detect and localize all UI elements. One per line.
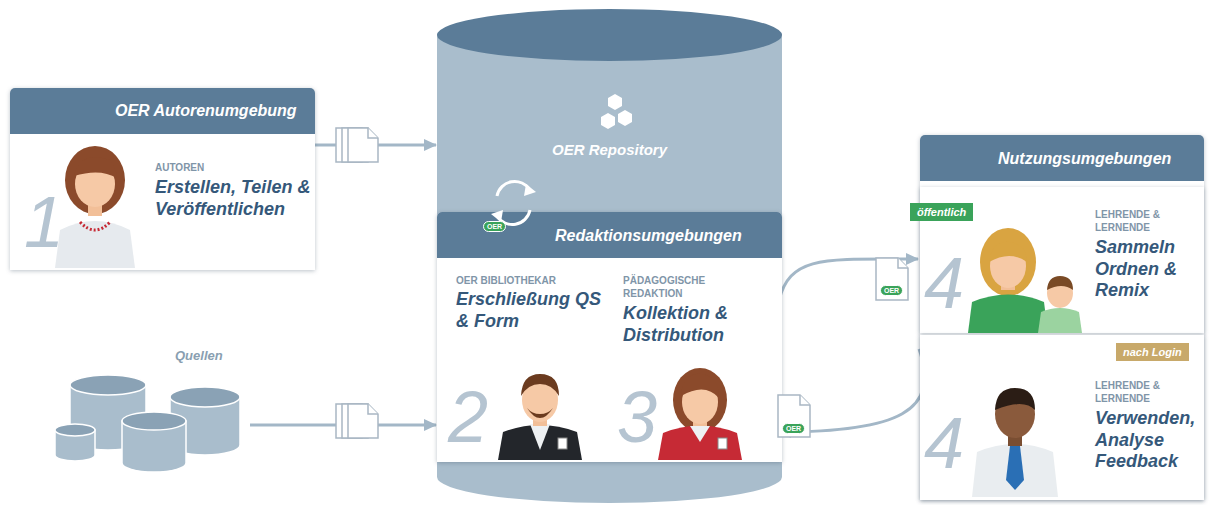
usage-environment-box: Nutzungsumgebungenöffentlich4LEHRENDE & … [920, 135, 1204, 500]
role-label: OER BIBLIOTHEKAR [456, 275, 601, 288]
box-heading: OER Autorenumgebung [115, 101, 310, 120]
box-heading: Redaktionsumgebungen [555, 226, 775, 245]
author-environment-box: OER Autorenumgebung 1 AUTOREN Erstellen, Te… [10, 88, 315, 270]
callout-number: 1 [24, 186, 64, 258]
document-icon [336, 128, 378, 438]
callout-number: 4 [924, 247, 964, 319]
activity-text: Kollektion & Distribution [623, 303, 773, 346]
oer-badge: OER [483, 221, 506, 232]
role-label: AUTOREN [155, 162, 305, 175]
sources-label: Quellen [175, 348, 223, 363]
callout-number: 4 [924, 407, 964, 479]
box-heading: Nutzungsumgebungen [998, 149, 1198, 168]
repository-cylinder: OER RepositoryRedaktionsumgebungen 2 OER B… [437, 8, 782, 505]
role-label: LEHRENDE & LERNENDE [1095, 380, 1200, 405]
callout-number: 3 [617, 381, 657, 453]
access-badge: öffentlich [910, 203, 973, 221]
sources-box: Quellen [40, 345, 250, 475]
sources-cylinders [40, 345, 250, 475]
role-label: PÄDAGOGISCHE REDAKTION [623, 275, 733, 300]
activity-text: Sammeln Ordnen & Remix [1095, 237, 1201, 302]
librarian-panel: 2 OER BIBLIOTHEKARErschließung QS & Form [448, 265, 608, 460]
activity-text: Erschließung QS & Form [456, 289, 606, 332]
flow-arrow [250, 424, 436, 427]
oer-document-icon [778, 258, 908, 437]
repository-label: OER Repository [537, 141, 682, 158]
flow-arrow [779, 349, 925, 432]
flow-arrow [315, 144, 436, 147]
flow-arrow [779, 259, 918, 300]
activity-text: Verwenden, Analyse Feedback [1095, 408, 1201, 473]
login-usage-panel: nach Login 4 LEHRENDE & LERNENDE Verwenden,… [920, 335, 1204, 500]
callout-number: 2 [448, 381, 488, 453]
pedagogy-panel: 3 PÄDAGOGISCHE REDAKTION Kollektion & Dist… [617, 265, 777, 460]
editorial-environment-box: Redaktionsumgebungen 2 OER BIBLIOTHEKARErs… [437, 212, 782, 462]
oer-tag: OER [880, 285, 903, 296]
activity-text: Erstellen, Teilen & Veröffentlichen [155, 177, 311, 220]
oer-tag: OER [782, 423, 805, 434]
role-label: LEHRENDE & LERNENDE [1095, 209, 1200, 234]
public-usage-panel: öffentlich4LEHRENDE & LERNENDESammeln Or… [920, 187, 1204, 333]
access-badge: nach Login [1116, 343, 1189, 361]
